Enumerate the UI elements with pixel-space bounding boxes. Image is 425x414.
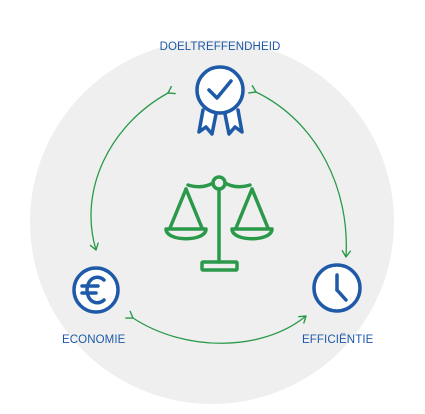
balance-scale-icon [164, 175, 274, 272]
clock-icon [312, 263, 362, 313]
label-efficientie: EFFICIËNTIE [302, 334, 374, 346]
label-economie: ECONOMIE [62, 334, 126, 346]
connector-top-right [248, 85, 352, 258]
label-doeltreffendheid: DOELTREFFENDHEID [159, 41, 281, 53]
award-ribbon-checkmark-icon [195, 65, 245, 136]
connector-top-left [89, 85, 176, 251]
euro-coin-icon [72, 266, 120, 314]
connector-left-right [125, 310, 307, 344]
